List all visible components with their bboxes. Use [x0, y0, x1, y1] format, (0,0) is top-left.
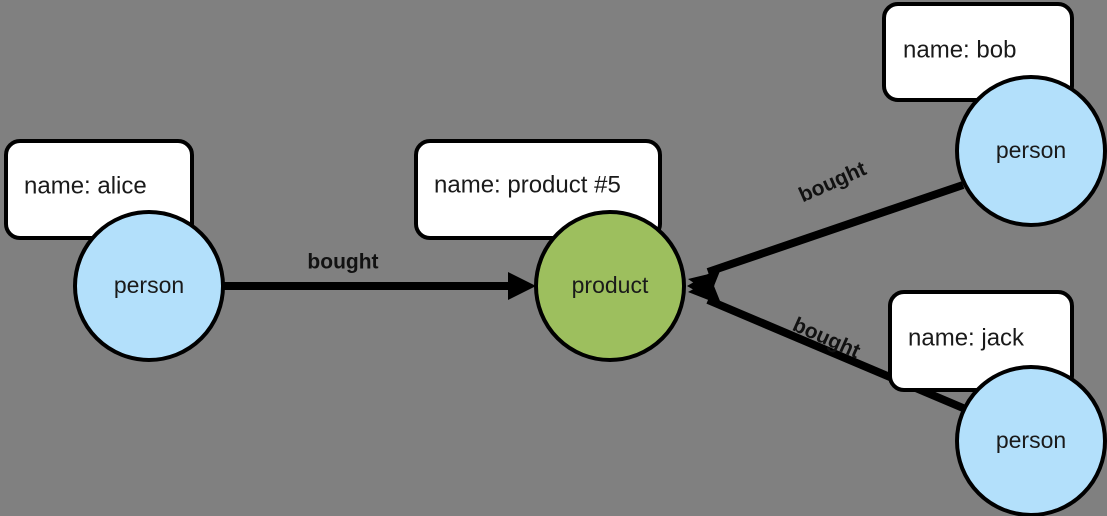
property-box-product5-label: name: product #5: [434, 171, 621, 198]
property-box-jack-label: name: jack: [908, 324, 1025, 351]
node-jack-circle: [955, 365, 1107, 516]
edge-bob-bought-product[interactable]: [688, 181, 965, 295]
arrowhead-merge-product: [687, 266, 722, 306]
node-alice-circle: [73, 210, 225, 362]
node-jack-label: person: [996, 427, 1066, 453]
edge-alice-bought-product[interactable]: [223, 272, 536, 300]
property-box-alice-label: name: alice: [24, 172, 147, 199]
edge-label-jack-product: bought: [789, 313, 863, 363]
node-bob-circle: [955, 75, 1107, 227]
node-jack[interactable]: person: [955, 365, 1107, 516]
node-alice[interactable]: person: [73, 210, 225, 362]
node-alice-label: person: [114, 272, 184, 298]
node-product5[interactable]: product: [534, 210, 686, 362]
edge-label-alice-product: bought: [307, 251, 378, 274]
property-box-bob-label: name: bob: [903, 36, 1016, 63]
node-bob-label: person: [996, 137, 1066, 163]
node-product5-label: product: [572, 272, 649, 298]
edge-label-bob-product: bought: [795, 157, 869, 207]
node-bob[interactable]: person: [955, 75, 1107, 227]
edge-line-bob-product: [706, 181, 965, 276]
node-layer: person product person person: [73, 75, 1107, 516]
arrowhead-alice-product: [508, 272, 536, 300]
node-product5-circle: [534, 210, 686, 362]
